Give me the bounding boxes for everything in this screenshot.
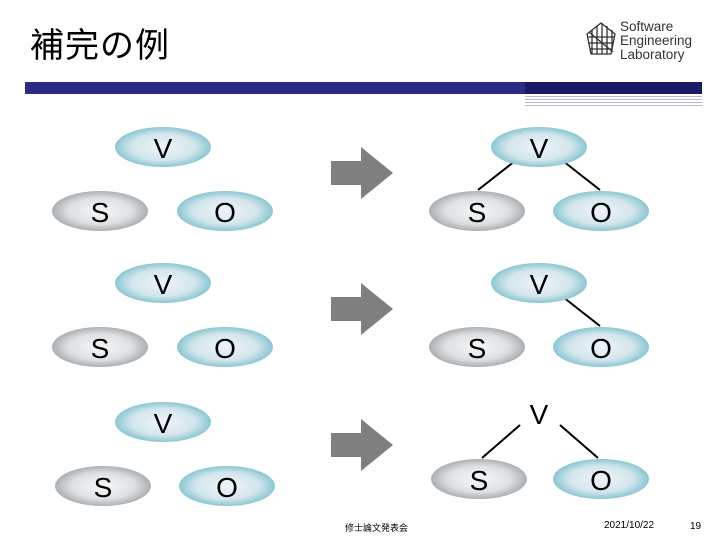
verb-node (115, 263, 211, 303)
object-label: O (214, 333, 236, 364)
verb-node (491, 127, 587, 167)
object-label: O (590, 465, 612, 496)
subject-label: S (91, 333, 110, 364)
object-node (179, 466, 275, 506)
row-2-after-tree: V S O (429, 263, 649, 367)
verb-label: V (530, 399, 549, 430)
subject-label: S (468, 333, 487, 364)
page-number: 19 (690, 521, 702, 532)
verb-label: V (154, 408, 173, 439)
object-node (177, 191, 273, 231)
subject-label: S (91, 197, 110, 228)
logo-line-2: Engineering (620, 33, 693, 48)
right-arrow-icon (331, 419, 393, 471)
verb-node (115, 402, 211, 442)
subject-label: S (468, 197, 487, 228)
subject-node (52, 191, 148, 231)
subject-node (55, 466, 151, 506)
object-label: O (214, 197, 236, 228)
verb-label: V (154, 133, 173, 164)
title-rule-stripes (525, 96, 702, 108)
right-arrow-icon (331, 147, 393, 199)
title-rule-right (525, 82, 702, 94)
object-node (177, 327, 273, 367)
object-node (553, 191, 649, 231)
edge-verb-object (562, 160, 601, 191)
subject-node (429, 327, 525, 367)
row-3-before-tree: V S O (55, 402, 275, 506)
verb-node (115, 127, 211, 167)
object-label: O (590, 333, 612, 364)
object-node (553, 459, 649, 499)
subject-node (429, 191, 525, 231)
subject-node (431, 459, 527, 499)
edge-verb-object (562, 296, 601, 327)
lab-logo-text: Software Engineering Laboratory (620, 20, 692, 62)
object-node (553, 327, 649, 367)
logo-line-1: Software (620, 19, 674, 34)
slide-title: 補完の例 (30, 26, 170, 66)
subject-label: S (470, 465, 489, 496)
verb-label: V (154, 269, 173, 300)
right-arrow-icon (331, 283, 393, 335)
row-2-before-tree: V S O (52, 263, 273, 367)
verb-label: V (530, 269, 549, 300)
title-rule (25, 82, 525, 94)
logo-line-3: Laboratory (620, 47, 685, 62)
row-1-before-tree: V S O (52, 127, 273, 231)
lab-logo-mark-icon (586, 22, 616, 55)
row-1-after-tree: V S O (429, 127, 649, 231)
subject-label: S (94, 472, 113, 503)
row-2: V S O V S O (52, 263, 649, 367)
row-1: V S O V S O (52, 127, 649, 231)
footer-date: 2021/10/22 (604, 520, 655, 531)
edge-verb-subject (477, 160, 516, 191)
object-label: O (216, 472, 238, 503)
edge-verb-subject (481, 424, 521, 459)
row-3-after-tree: V S O (431, 399, 649, 499)
lab-logo: Software Engineering Laboratory (584, 20, 704, 64)
footer-event: 修士論文発表会 (345, 524, 409, 534)
subject-node (52, 327, 148, 367)
row-3: V S O V S O (55, 399, 649, 506)
object-label: O (590, 197, 612, 228)
edge-verb-object (559, 424, 599, 459)
verb-label: V (530, 133, 549, 164)
verb-node (491, 263, 587, 303)
